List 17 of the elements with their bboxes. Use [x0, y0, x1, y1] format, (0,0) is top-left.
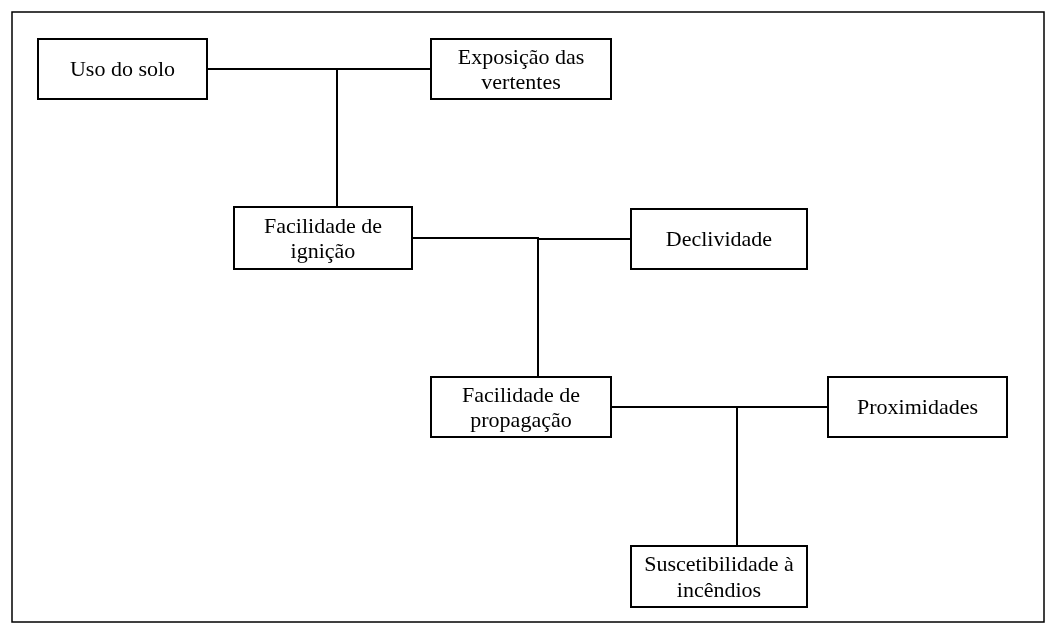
node-label: Facilidade de propagação [461, 381, 581, 433]
connector-line [336, 68, 431, 207]
process-box [430, 376, 612, 438]
process-box [827, 376, 1008, 438]
process-box [630, 545, 808, 608]
node-label: Suscetibilidade à incêndios [643, 551, 795, 602]
node-label: Proximidades [857, 394, 978, 420]
connector-line [537, 238, 631, 377]
connector-line [736, 406, 828, 546]
process-box [233, 206, 413, 270]
process-box [630, 208, 808, 270]
process-box [37, 38, 208, 100]
node-label: Declividade [665, 226, 773, 252]
node-label: Uso do solo [69, 56, 176, 82]
node-label: Facilidade de ignição [263, 212, 383, 264]
node-label: Exposição das vertentes [456, 43, 586, 95]
process-box [430, 38, 612, 100]
